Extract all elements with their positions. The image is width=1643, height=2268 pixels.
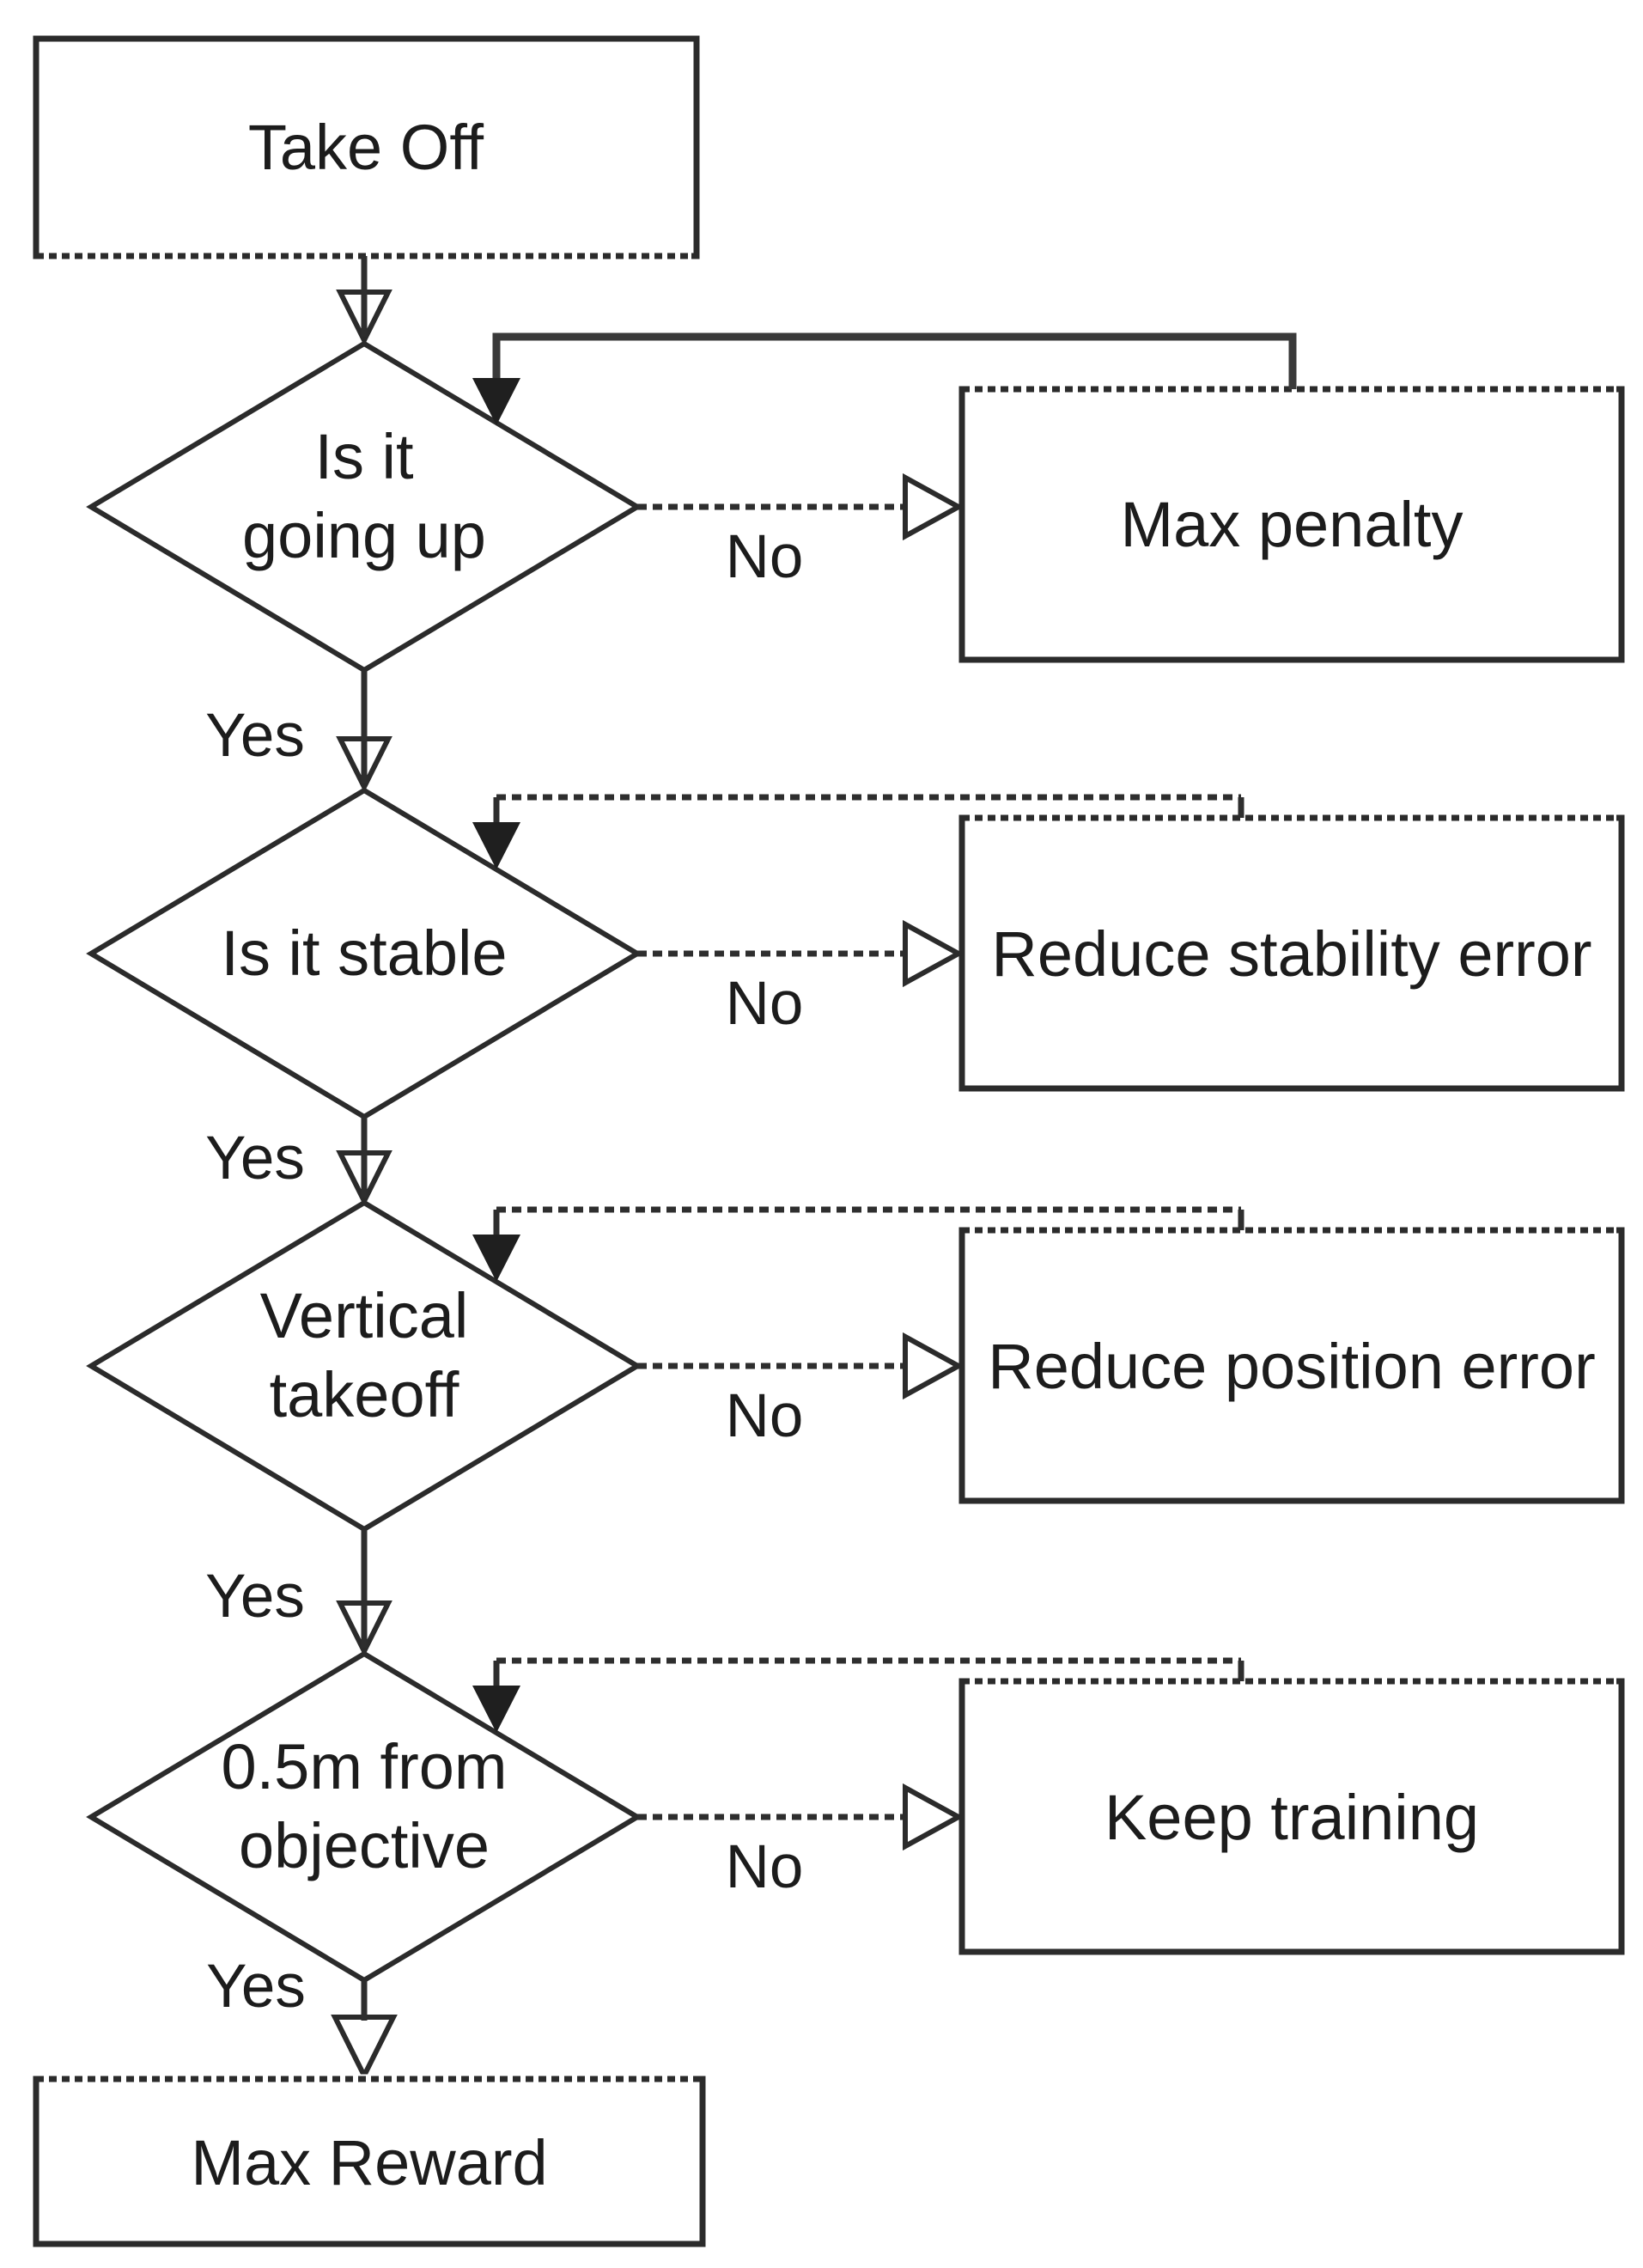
edge-yes-1-label: Yes [205,702,305,770]
edge-no-1-label: No [726,523,804,591]
edge-no-4: No [637,1783,965,1901]
edge-no-4-label: No [726,1833,804,1901]
process-reduce-position-error-label: Reduce position error [988,1331,1595,1402]
edge-no-2-label: No [726,970,804,1038]
process-reduce-stability-error: Reduce stability error [958,813,1625,1092]
arrow-right-icon [903,919,965,988]
process-max-penalty: Max penalty [958,384,1625,663]
end-node-label: Max Reward [191,2127,547,2198]
edge-no-3: No [637,1332,965,1450]
edge-yes-3-label: Yes [205,1563,305,1631]
start-node-label: Take Off [248,112,484,183]
edge-feedback-1 [472,332,1297,425]
process-reduce-position-error: Reduce position error [958,1225,1625,1504]
process-keep-training-label: Keep training [1104,1782,1479,1853]
start-node-box [33,35,700,259]
process-max-penalty-box [958,386,1625,663]
edge-yes-3: Yes [205,1529,392,1657]
start-node: Take Off [33,35,700,261]
edge-start-to-d1 [336,256,392,346]
edge-feedback-2 [472,794,1244,869]
arrow-right-icon [903,472,965,541]
decision-is-it-stable: Is it stable [86,787,642,1120]
decision-vertical-takeoff-label-line2: takeoff [270,1359,459,1430]
edge-yes-1: Yes [205,670,392,793]
edge-feedback-4 [472,1657,1244,1733]
decision-distance-from-objective-label-line1: 0.5m from [221,1731,507,1802]
feedback-line [492,332,1297,389]
decision-vertical-takeoff: Vertical takeoff [86,1199,642,1533]
arrow-down-filled-icon [472,1686,520,1733]
edge-yes-2-label: Yes [205,1125,305,1192]
decision-vertical-takeoff-label-line1: Vertical [260,1280,469,1351]
decision-going-up: Is it going up [86,340,642,674]
process-max-penalty-label: Max penalty [1121,489,1463,560]
end-node-box [33,2076,706,2247]
process-reduce-position-error-box [958,1227,1625,1504]
edge-yes-4: Yes [206,1953,398,2082]
edge-feedback-3 [472,1206,1244,1282]
arrow-down-icon [331,2015,398,2082]
arrow-right-icon [903,1783,965,1851]
process-reduce-stability-error-label: Reduce stability error [991,918,1591,990]
decision-distance-from-objective: 0.5m from objective [86,1650,642,1984]
decision-is-it-stable-label: Is it stable [221,918,507,989]
arrow-down-filled-icon [472,822,520,869]
edge-no-1: No [637,472,965,591]
arrow-right-icon [903,1332,965,1400]
process-keep-training: Keep training [958,1676,1625,1955]
edge-no-2: No [637,919,965,1038]
edge-yes-2: Yes [205,1117,392,1207]
decision-going-up-label-line2: going up [242,500,486,571]
arrow-down-filled-icon [472,1235,520,1282]
decision-going-up-label-line1: Is it [314,421,414,492]
decision-distance-from-objective-label-line2: objective [239,1810,490,1881]
end-node: Max Reward [33,2074,706,2247]
arrow-down-filled-icon [472,378,520,425]
edge-no-3-label: No [726,1382,804,1450]
edge-yes-4-label: Yes [206,1953,306,2021]
